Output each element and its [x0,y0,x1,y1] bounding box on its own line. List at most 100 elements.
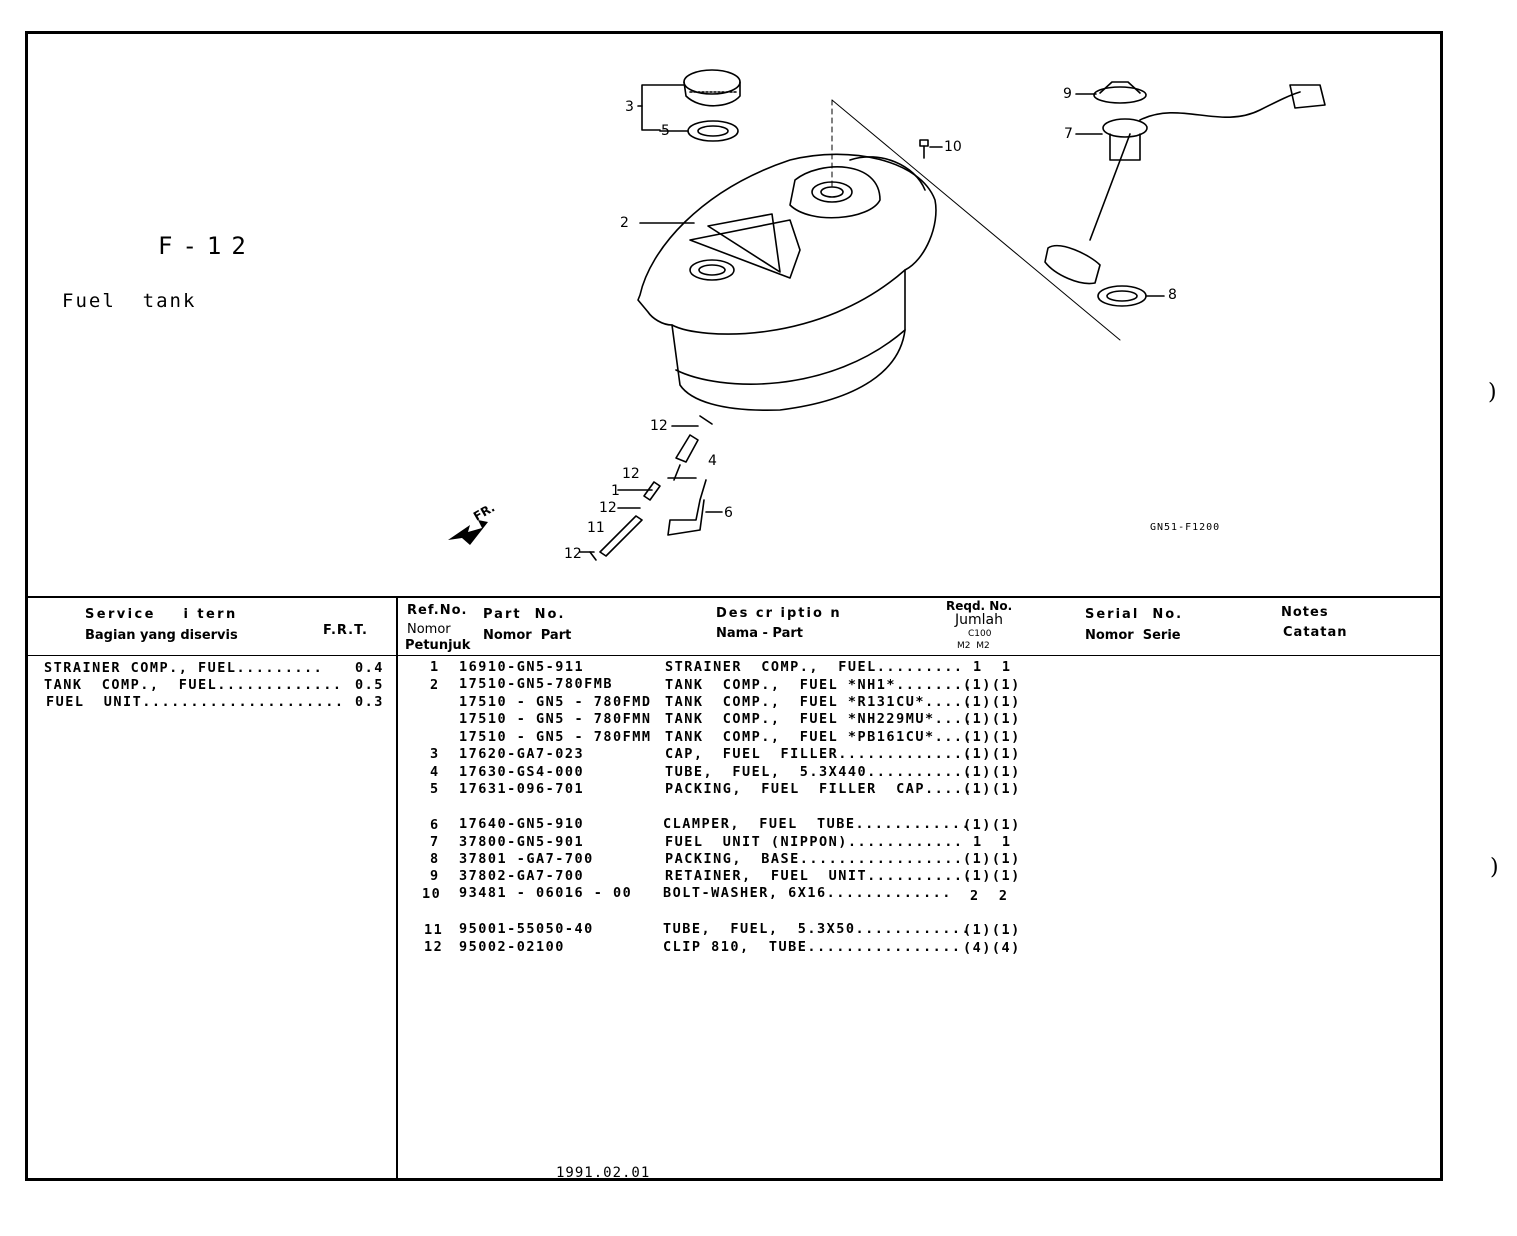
part-description: TANK COMP., FUEL *R131CU*..... [665,694,974,710]
callout-2: 2 [620,215,629,231]
part-description: FUEL UNIT (NIPPON)............ [665,834,964,850]
binding-mark-top: ) [1488,380,1497,405]
service-item-frt: 0.3 [355,694,384,710]
col-reqd-en: Reqd. No. [946,599,1013,613]
part-number: 17510-GN5-780FMB [459,676,614,692]
table-column-divider [396,596,398,1181]
table-top-rule [25,596,1443,598]
part-description: TUBE, FUEL, 5.3X440........... [665,764,974,780]
part-description: TUBE, FUEL, 5.3X50............ [663,921,972,937]
part-number: 95002-02100 [459,939,565,955]
service-item-frt: 0.4 [355,660,384,676]
col-desc-en: Des cr iptio n [716,606,842,621]
part-ref: 6 [430,817,440,833]
col-serial-id: Nomor Serie [1085,628,1181,643]
callout-12-c: 12 [599,500,617,516]
callout-7: 7 [1064,126,1073,142]
section-title: Fuel tank [62,290,197,312]
callout-12-b: 12 [622,466,640,482]
service-header-id: Bagian yang diservis [85,628,238,643]
part-ref: 4 [430,764,440,780]
part-description: PACKING, FUEL FILLER CAP...... [665,781,983,797]
part-ref: 12 [424,939,444,955]
part-description: CLAMPER, FUEL TUBE............ [663,816,972,832]
col-reqd-types: M2 M2 [957,641,990,651]
part-ref: 8 [430,851,440,867]
col-reqd-id: Jumlah [955,612,1003,628]
part-number: 17631-096-701 [459,781,585,797]
part-description: STRAINER COMP., FUEL......... [665,659,964,675]
part-description: PACKING, BASE................. [665,851,964,867]
callout-8: 8 [1168,287,1177,303]
part-qty: (1)(1) [963,817,1021,833]
col-part-en: Part No. [483,607,566,622]
col-desc-id: Nama - Part [716,626,803,641]
col-notes-en: Notes [1281,605,1329,620]
part-description: TANK COMP., FUEL *NH229MU*.... [665,711,974,727]
col-ref-id-1: Nomor [407,622,451,637]
part-description: CLIP 810, TUBE................ [663,939,962,955]
part-qty: (4)(4) [963,940,1021,956]
service-item-name: TANK COMP., FUEL............. [44,677,343,693]
part-qty: (1)(1) [963,746,1021,762]
callout-5: 5 [661,123,670,139]
part-qty: (1)(1) [963,781,1021,797]
part-number: 95001-55050-40 [459,921,594,937]
part-ref: 9 [430,868,440,884]
part-qty: (1)(1) [963,922,1021,938]
col-notes-id: Catatan [1283,625,1348,640]
service-item-name: STRAINER COMP., FUEL......... [44,660,324,676]
part-number: 17640-GN5-910 [459,816,585,832]
part-qty: 1 1 [973,659,1012,675]
part-description: TANK COMP., FUEL *PB161CU*.... [665,729,974,745]
part-description: RETAINER, FUEL UNIT........... [665,868,974,884]
part-number: 37802-GA7-700 [459,868,585,884]
part-number: 37800-GN5-901 [459,834,585,850]
part-ref: 11 [424,922,444,938]
part-qty: (1)(1) [963,851,1021,867]
callout-12-a: 12 [650,418,668,434]
service-item-frt: 0.5 [355,677,384,693]
binding-mark-bottom: ) [1490,855,1499,880]
callout-9: 9 [1063,86,1072,102]
part-number: 93481 - 06016 - 00 [459,885,633,901]
section-code: F-12 [158,232,256,260]
part-ref: 5 [430,781,440,797]
footer-date: 1991.02.01 [556,1165,651,1181]
part-description: BOLT-WASHER, 6X16............. [663,885,952,901]
service-header-en: Service i tern [85,607,238,622]
table-header-rule [25,655,1443,656]
part-ref: 3 [430,746,440,762]
col-ref-id-2: Petunjuk [405,638,471,653]
part-qty: (1)(1) [963,764,1021,780]
service-header-frt: F.R.T. [323,623,368,638]
callout-4: 4 [708,453,717,469]
part-qty: 2 2 [970,888,1009,904]
part-ref: 1 [430,659,440,675]
part-qty: (1)(1) [963,694,1021,710]
part-qty: (1)(1) [963,677,1021,693]
part-description: CAP, FUEL FILLER.............. [665,746,974,762]
part-number: 37801 -GA7-700 [459,851,594,867]
callout-12-d: 12 [564,546,582,562]
part-number: 16910-GN5-911 [459,659,585,675]
part-number: 17510 - GN5 - 780FMM [459,729,652,745]
fuel-tank-exploded-diagram [448,69,1326,561]
callout-6: 6 [724,505,733,521]
part-number: 17510 - GN5 - 780FMD [459,694,652,710]
page-frame [25,31,1443,1181]
part-ref: 2 [430,677,440,693]
diagram-code: GN51-F1200 [1150,522,1221,533]
part-ref: 7 [430,834,440,850]
part-qty: (1)(1) [963,729,1021,745]
part-ref: 10 [422,886,442,902]
service-item-name: FUEL UNIT..................... [46,694,345,710]
part-qty: 1 1 [973,834,1012,850]
col-serial-en: Serial No. [1085,607,1184,622]
callout-3: 3 [625,99,634,115]
part-qty: (1)(1) [963,868,1021,884]
part-number: 17620-GA7-023 [459,746,585,762]
col-reqd-model: C100 [968,629,992,639]
callout-11: 11 [587,520,605,536]
part-number: 17630-GS4-000 [459,764,585,780]
